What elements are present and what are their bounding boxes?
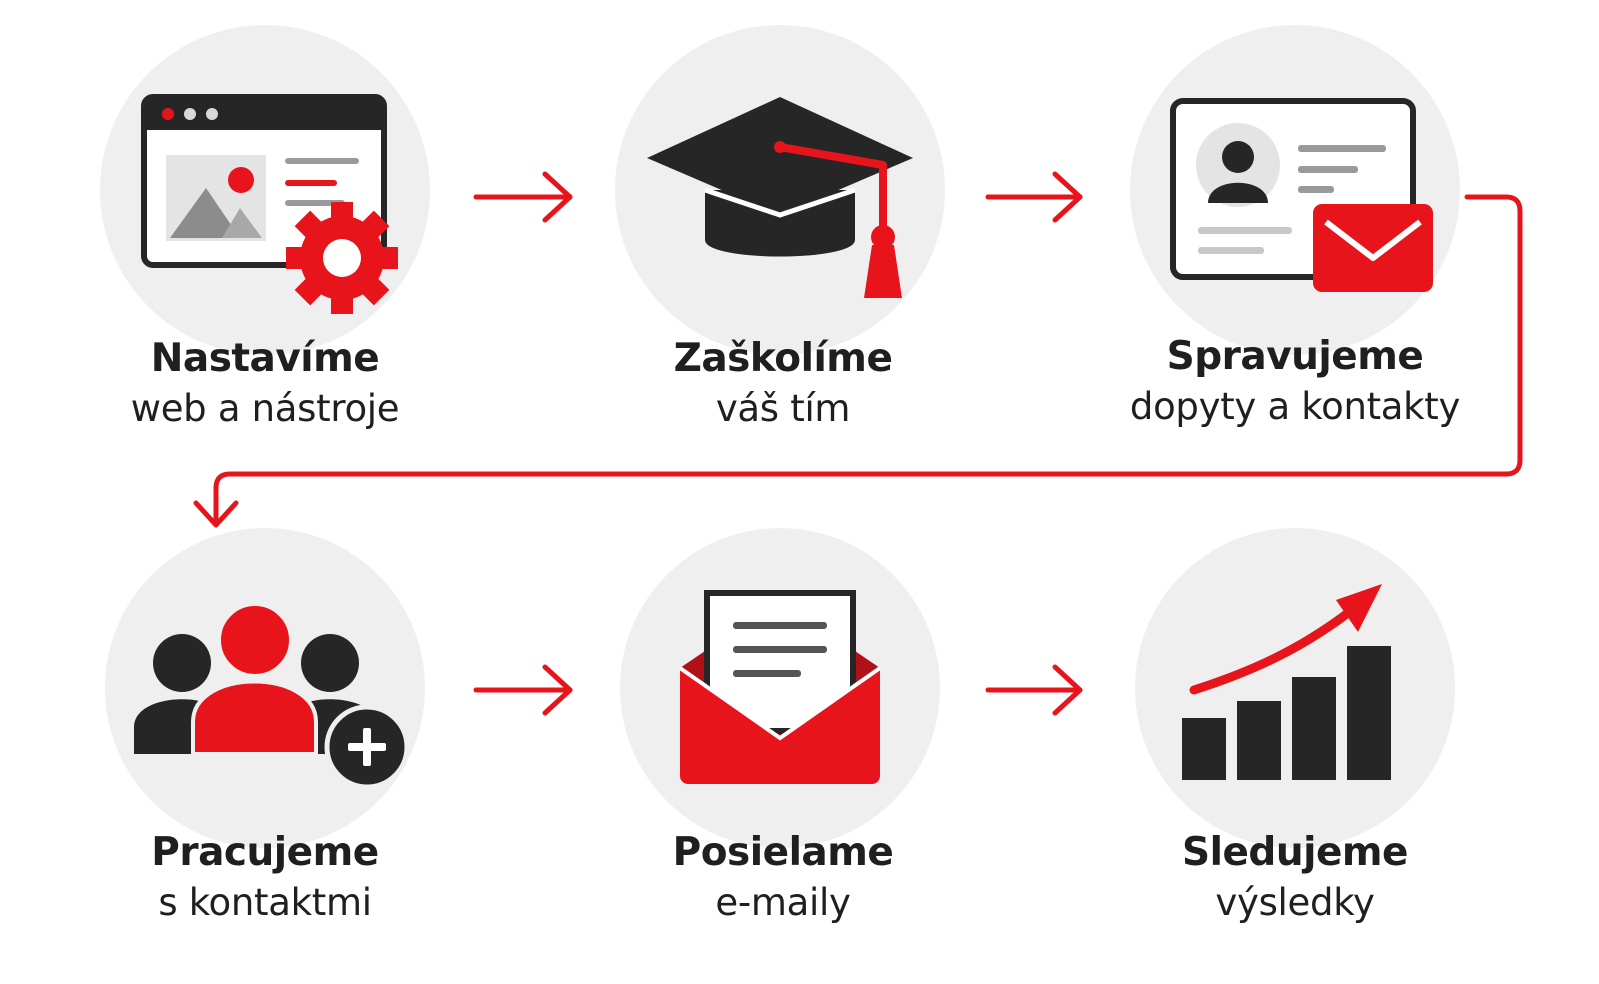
step-4-label: Pracujeme s kontaktmi <box>45 828 485 928</box>
connector-3-4 <box>193 194 1523 528</box>
growth-chart-icon <box>1182 584 1391 780</box>
step-4-title: Pracujeme <box>151 830 379 875</box>
step-2-title: Zaškolíme <box>673 336 893 381</box>
connector-1-2 <box>473 171 573 223</box>
step-2-label: Zaškolíme váš tím <box>563 334 1003 434</box>
step-1-title: Nastavíme <box>150 336 380 381</box>
step-3-label: Spravujeme dopyty a kontakty <box>1075 332 1515 432</box>
step-6-title: Sledujeme <box>1182 830 1409 875</box>
connector-4-5 <box>473 664 573 716</box>
add-users-icon <box>134 602 410 790</box>
step-2-subtitle: váš tím <box>715 387 851 430</box>
step-5-label: Posielame e-maily <box>563 828 1003 928</box>
step-5-title: Posielame <box>672 830 894 875</box>
step-4-subtitle: s kontaktmi <box>158 881 372 924</box>
step-3-subtitle: dopyty a kontakty <box>1129 385 1461 428</box>
connector-2-3 <box>985 171 1083 223</box>
graduation-cap-icon <box>647 97 913 298</box>
step-1-label: Nastavíme web a nástroje <box>45 334 485 434</box>
open-envelope-icon <box>678 590 882 784</box>
browser-settings-icon <box>141 94 398 314</box>
step-3-title: Spravujeme <box>1166 334 1424 379</box>
step-6-subtitle: výsledky <box>1215 881 1375 924</box>
step-6-label: Sledujeme výsledky <box>1075 828 1515 928</box>
step-1-subtitle: web a nástroje <box>130 387 400 430</box>
contact-card-mail-icon <box>1170 98 1433 292</box>
connector-5-6 <box>985 664 1083 716</box>
step-5-subtitle: e-maily <box>715 881 851 924</box>
